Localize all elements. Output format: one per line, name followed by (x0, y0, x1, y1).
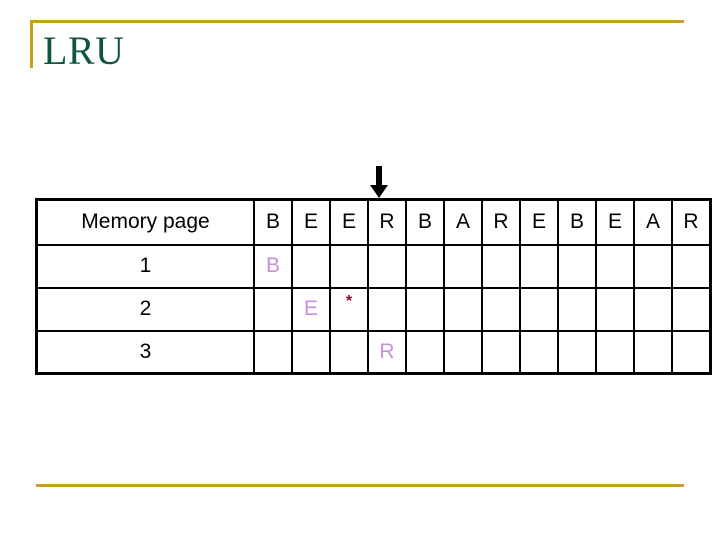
frame-2-slot-10 (633, 286, 673, 332)
page-value: B (265, 254, 280, 277)
frame-2-slot-2: * (329, 286, 369, 332)
frame-3-slot-4 (405, 329, 445, 375)
frame-3-slot-6 (481, 329, 521, 375)
frame-2-slot-11 (671, 286, 712, 332)
table-header-row: Memory page B E E R B A R E B E A R (35, 198, 712, 246)
frame-1-slot-3 (367, 243, 407, 289)
reference-cell-3: R (367, 198, 407, 246)
page-value: R (379, 339, 395, 363)
frame-1-slot-8 (557, 243, 597, 289)
down-arrow-icon (370, 166, 388, 198)
frame-3-slot-1 (291, 329, 331, 375)
frame-2-slot-7 (519, 286, 559, 332)
frame-1-slot-9 (595, 243, 635, 289)
frame-2-slot-3 (367, 286, 407, 332)
frame-2-slot-1: E (291, 286, 331, 332)
fault-marker-icon: * (345, 293, 353, 310)
frame-3-slot-11 (671, 329, 712, 375)
frame-2-slot-8 (557, 286, 597, 332)
table-row: 3 R (35, 329, 712, 375)
reference-cell-8: B (557, 198, 597, 246)
frame-1-slot-10 (633, 243, 673, 289)
header-rule-top (30, 20, 684, 23)
reference-cell-5: A (443, 198, 483, 246)
frame-1-slot-6 (481, 243, 521, 289)
frame-3-slot-7 (519, 329, 559, 375)
row-header-label: Memory page (35, 198, 255, 246)
footer-rule (36, 484, 684, 487)
reference-cell-11: R (671, 198, 712, 246)
frame-label-1: 1 (35, 243, 255, 289)
frame-3-slot-8 (557, 329, 597, 375)
frame-3-slot-5 (443, 329, 483, 375)
frame-label-2: 2 (35, 286, 255, 332)
frame-3-slot-9 (595, 329, 635, 375)
frame-2-slot-5 (443, 286, 483, 332)
page-title: LRU (43, 28, 125, 73)
frame-3-slot-0 (253, 329, 293, 375)
frame-3-slot-10 (633, 329, 673, 375)
frame-1-slot-7 (519, 243, 559, 289)
frame-1-slot-1 (291, 243, 331, 289)
frame-2-slot-6 (481, 286, 521, 332)
header-rule-left (30, 20, 33, 68)
table-row: 2 E * (35, 286, 712, 332)
reference-cell-6: R (481, 198, 521, 246)
reference-cell-0: B (253, 198, 293, 246)
lru-page-table: Memory page B E E R B A R E B E A R 1 B (35, 198, 712, 375)
frame-2-slot-9 (595, 286, 635, 332)
table-body: Memory page B E E R B A R E B E A R 1 B (35, 198, 712, 375)
reference-cell-7: E (519, 198, 559, 246)
frame-1-slot-0: B (253, 243, 293, 289)
frame-3-slot-2 (329, 329, 369, 375)
frame-1-slot-2 (329, 243, 369, 289)
reference-cell-1: E (291, 198, 331, 246)
frame-label-3: 3 (35, 329, 255, 375)
reference-cell-4: B (405, 198, 445, 246)
table-row: 1 B (35, 243, 712, 289)
frame-1-slot-5 (443, 243, 483, 289)
reference-cell-9: E (595, 198, 635, 246)
reference-cell-2: E (329, 198, 369, 246)
frame-1-slot-4 (405, 243, 445, 289)
frame-3-slot-3: R (367, 329, 407, 375)
frame-1-slot-11 (671, 243, 712, 289)
frame-2-slot-4 (405, 286, 445, 332)
frame-2-slot-0 (253, 286, 293, 332)
reference-cell-10: A (633, 198, 673, 246)
page-value: E (303, 297, 318, 320)
